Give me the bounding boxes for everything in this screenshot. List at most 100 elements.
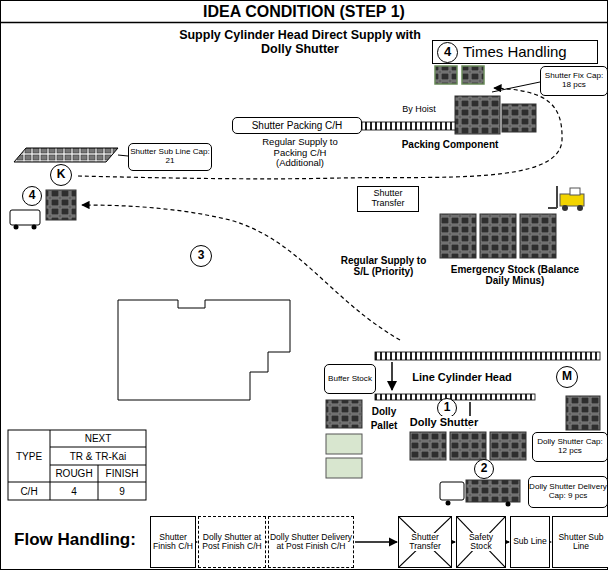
forklift-mast: [556, 186, 558, 208]
delivery-truck: [440, 482, 464, 500]
flow-step: Shutter Finish C/H: [150, 516, 196, 568]
line-conveyor: [375, 352, 600, 360]
table-cell-box: TYPE: [9, 431, 49, 481]
line-name-box: Line Cylinder Head: [400, 370, 524, 385]
node-text: Sub Line: [513, 537, 547, 546]
table-cell: 4: [71, 486, 77, 497]
callout-number: 4: [22, 186, 42, 206]
area-name-box: Emergency Stock (Balance Daily Minus): [440, 261, 590, 289]
stock-callout: Buffer Stock: [324, 364, 376, 394]
flow-step-planned: Dolly Shutter Delivery at Post Finish C/…: [268, 516, 354, 568]
node-text: Shutter Sub Line Cap: 21: [129, 148, 211, 166]
flow-arrow: [391, 362, 393, 390]
title-rule: [0, 22, 608, 24]
note: By Hoist: [402, 105, 436, 115]
table-rule: [8, 482, 146, 483]
part-name: Dolly: [372, 406, 396, 417]
dolly-shutter: [490, 432, 526, 460]
leader-line: [118, 155, 128, 156]
pallet-stack: [462, 66, 484, 84]
flow-step-planned: Dolly Shutter at Post Finish C/H: [198, 516, 266, 568]
part-name-box: Pallet: [366, 419, 402, 432]
sub-line-shutter: [46, 190, 76, 220]
node-text: Shutter Finish C/H: [151, 533, 195, 552]
table-cell-box: FINISH: [99, 466, 145, 481]
wheel: [446, 501, 451, 506]
node-text: Buffer Stock: [328, 375, 372, 384]
table-rule: [50, 465, 146, 466]
capacity-callout: Dolly Shutter Cap: 12 pcs: [532, 432, 608, 462]
node-text: Shutter Packing C/H: [252, 120, 343, 131]
wheel: [32, 225, 37, 230]
capacity-callout: Shutter Fix Cap: 18 pcs: [540, 66, 608, 96]
table-cell-box: 4: [51, 483, 97, 499]
cross-line: [457, 517, 505, 567]
line-name: Line Cylinder Head: [412, 371, 512, 383]
delivery-load: [466, 480, 520, 502]
part-name: Pallet: [371, 420, 398, 431]
shutter-fix-stack: [455, 96, 500, 134]
flow-step: Shutter Sub Line: [552, 516, 608, 568]
pallet-stack: [435, 66, 457, 84]
node-text: Dolly Shutter at Post Finish C/H: [199, 533, 265, 552]
flow-heading: Flow Handling:: [14, 531, 136, 550]
node-text: Dolly Shutter Delivery at Post Finish C/…: [269, 533, 353, 552]
node-text: 4: [29, 189, 36, 202]
forklift-cab: [570, 188, 580, 195]
capacity-callout: Dolly Shutter Delivery Cap: 9 pcs: [528, 476, 608, 508]
supply-route: [78, 88, 562, 179]
table-border: [8, 430, 146, 500]
line-conveyor: [375, 394, 535, 400]
area-marker: K: [50, 164, 72, 186]
area-marker: M: [556, 366, 578, 388]
route-label-box: Regular Supply to Packing C/H (Additiona…: [255, 134, 345, 172]
delivery-cart: [10, 210, 40, 225]
flow-arrow: [507, 541, 509, 542]
node-text: K: [57, 168, 66, 181]
emergency-stock: [520, 214, 556, 258]
station-label-box: Shutter Packing C/H: [232, 117, 362, 134]
node-text: Safety Stock: [457, 533, 505, 552]
part-name: Dolly Shutter: [410, 416, 478, 428]
node-text: Shutter Fix Cap: 18 pcs: [541, 72, 607, 90]
table-rule: [50, 447, 146, 448]
sub-line-rack: [14, 148, 118, 162]
table-cell-box: ROUGH: [51, 466, 97, 481]
node-text: Shutter Transfer: [358, 189, 418, 209]
callout-number: 4: [437, 42, 458, 63]
forklift-body: [560, 194, 584, 206]
route-label-box: Regular Supply to S/L (Priority): [336, 248, 431, 284]
node-text: Dolly Shutter Delivery Cap: 9 pcs: [529, 483, 607, 501]
area-name-box: Packing Component: [398, 137, 502, 151]
table-cell: 9: [119, 486, 125, 497]
route-label: Regular Supply to S/L (Priority): [336, 255, 431, 277]
title-band: IDEA CONDITION (STEP 1): [1, 1, 607, 22]
area-name: Emergency Stock (Balance Daily Minus): [440, 264, 590, 286]
wheel: [577, 205, 583, 211]
table-cell: FINISH: [106, 468, 139, 479]
wheel: [14, 225, 19, 230]
cross-line: [457, 517, 505, 567]
node-text: Times Handling: [463, 44, 567, 61]
wheel: [562, 205, 568, 211]
line-stock: [566, 396, 600, 430]
forklift-fork: [548, 207, 557, 209]
subtitle: Supply Cylinder Head Direct Supply with …: [170, 29, 430, 57]
table-cell: TYPE: [16, 451, 42, 462]
building-outline: [118, 300, 290, 400]
dolly-shutter: [450, 432, 486, 460]
area-name: Packing Component: [402, 139, 499, 150]
node-text: 3: [198, 249, 205, 262]
table-cell: TR & TR-Kai: [70, 451, 127, 462]
node-text: Dolly Shutter Cap: 12 pcs: [533, 438, 607, 456]
dolly-pallet: [326, 458, 362, 478]
wheel: [506, 502, 511, 507]
route-label: Regular Supply to Packing C/H (Additiona…: [255, 137, 345, 168]
node-text: 1: [444, 401, 451, 414]
table-cell-box: 9: [99, 483, 145, 499]
node-text: 2: [481, 462, 488, 475]
node-text: Shutter Transfer: [399, 533, 451, 552]
emergency-stock: [440, 214, 476, 258]
